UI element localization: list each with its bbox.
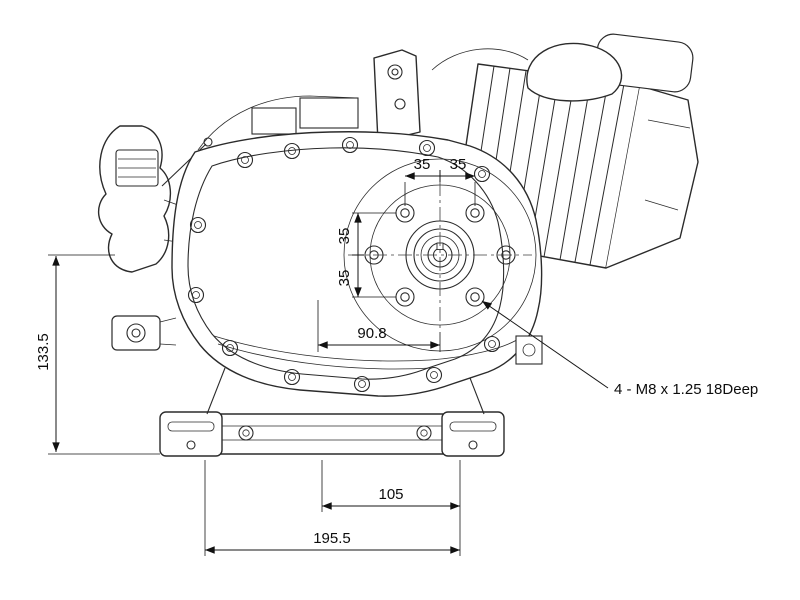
cylinder-head-block bbox=[526, 33, 699, 269]
bolt-hole bbox=[465, 287, 485, 307]
dim-label-35-vert-lower: 35 bbox=[336, 270, 353, 287]
dim-label-35-vert-upper: 35 bbox=[336, 228, 353, 245]
dim-label-195-5: 195.5 bbox=[313, 530, 351, 547]
bolt-note-label: 4 - M8 x 1.25 18Deep bbox=[614, 381, 758, 398]
centerlines bbox=[348, 182, 532, 332]
mounting-base bbox=[159, 411, 505, 457]
bolt-note-callout: 4 - M8 x 1.25 18Deep bbox=[481, 300, 758, 398]
dimension-case-width: 90.8 bbox=[317, 300, 441, 352]
left-assembly bbox=[97, 125, 213, 273]
crankcase-cover bbox=[171, 131, 543, 415]
dim-label-35-top-right: 35 bbox=[450, 156, 467, 173]
dimension-base-overall: 195.5 bbox=[204, 460, 461, 556]
dimension-vertical-bolt-spacing: 35 35 bbox=[336, 212, 396, 298]
dim-label-133-5: 133.5 bbox=[35, 333, 52, 371]
dimension-center-height: 133.5 bbox=[35, 254, 160, 455]
oil-drain-plug bbox=[111, 315, 177, 351]
top-bracket bbox=[197, 48, 529, 151]
dimension-top-bolt-spacing: 35 35 bbox=[404, 156, 476, 206]
dim-label-105: 105 bbox=[378, 486, 403, 503]
dimension-base-hole-spacing: 105 bbox=[321, 460, 461, 512]
dim-label-35-top-left: 35 bbox=[414, 156, 431, 173]
cover-bolts bbox=[187, 136, 501, 441]
dim-label-90-8: 90.8 bbox=[357, 325, 386, 342]
